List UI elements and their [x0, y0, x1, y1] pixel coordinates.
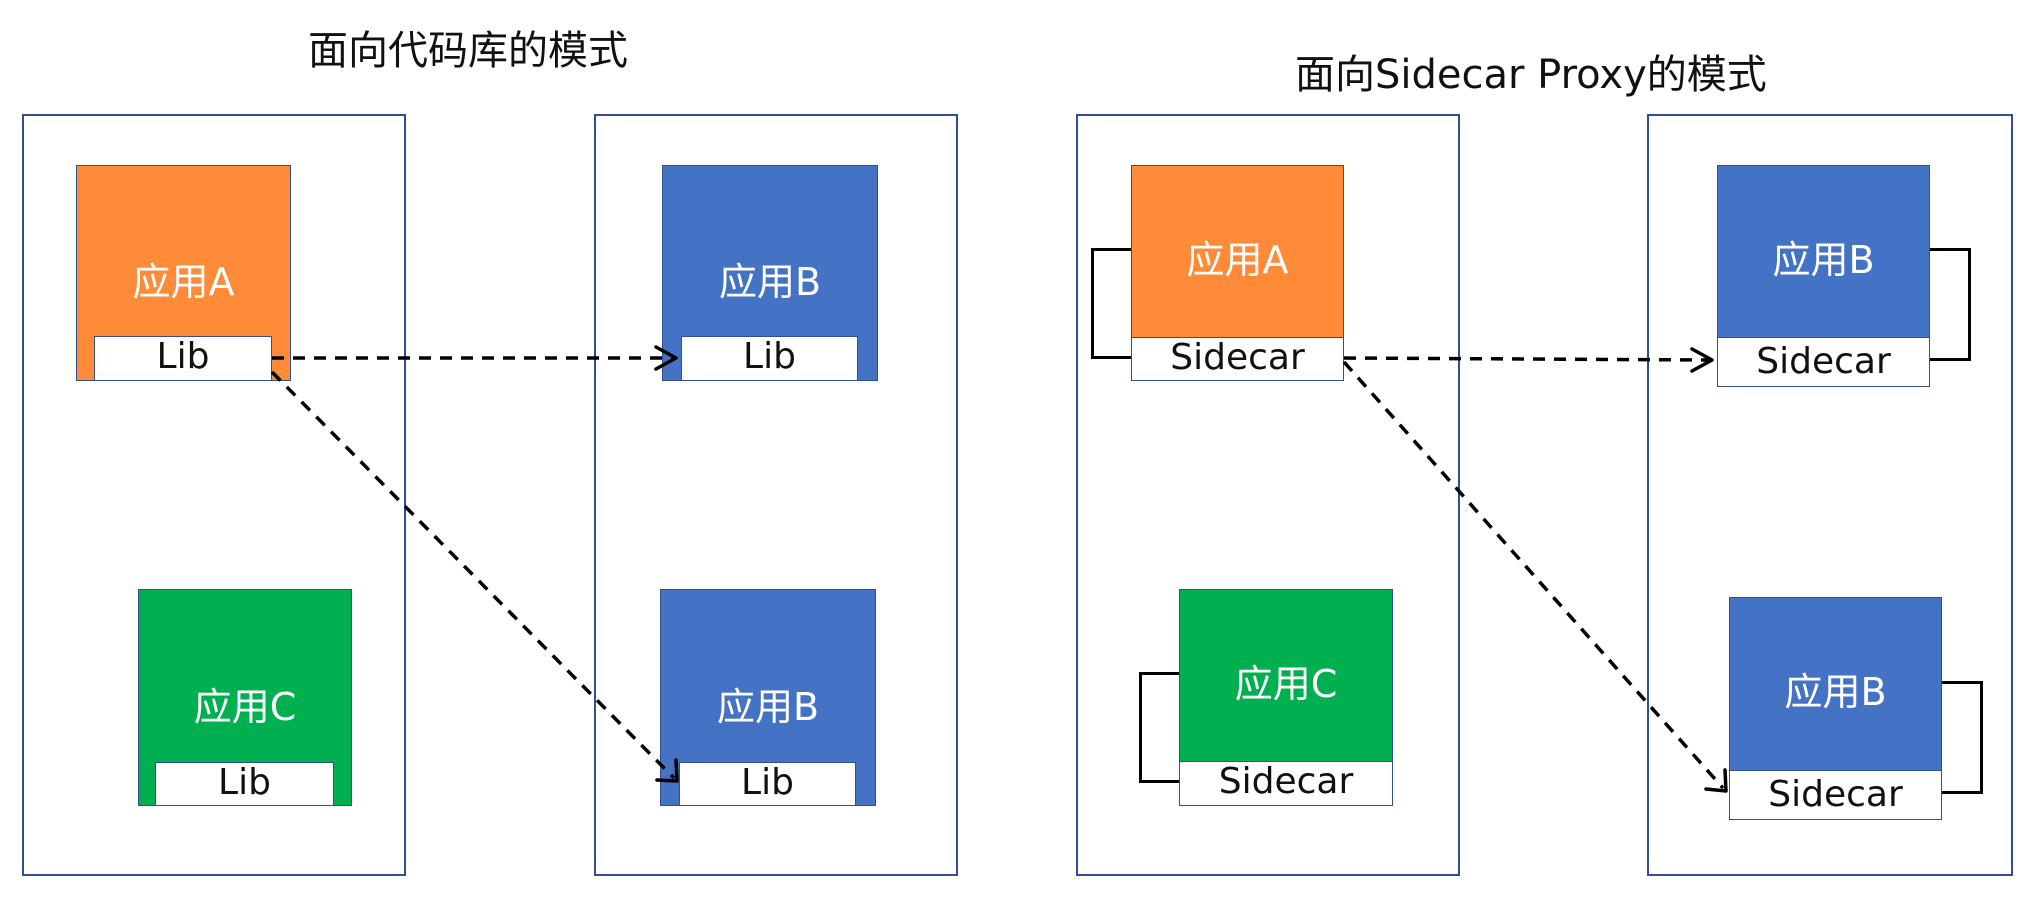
- app-a-sidecar-box: 应用A: [1131, 165, 1344, 339]
- lib-app-b-bottom: Lib: [679, 762, 856, 806]
- library-mode-title: 面向代码库的模式: [308, 28, 628, 74]
- app-c-sidecar-box: 应用C: [1179, 589, 1393, 763]
- sidecar-app-b-top: Sidecar: [1717, 337, 1930, 387]
- sidecar-app-a: Sidecar: [1131, 337, 1344, 381]
- app-b-top-sidecar-label: 应用B: [1772, 238, 1875, 282]
- sidecar-link-app-b-bottom: [1939, 681, 1983, 794]
- sidecar-app-b-bottom: Sidecar: [1729, 770, 1942, 820]
- arrowhead-lib-a-to-b-bottom: [655, 758, 679, 783]
- arrowhead-sidecar-a-to-b-top: [1690, 347, 1714, 373]
- app-c-sidecar-label: 应用C: [1234, 662, 1338, 706]
- sidecar-link-app-b-top: [1927, 248, 1971, 361]
- arrow-sidecar-a-to-b-bottom: [1342, 360, 1725, 790]
- arrow-lib-a-to-b-bottom: [270, 370, 676, 780]
- arrow-sidecar-a-to-b-top: [1343, 356, 1709, 362]
- app-a-label: 应用A: [132, 260, 235, 304]
- app-c-label: 应用C: [193, 685, 297, 729]
- lib-app-b-top: Lib: [681, 336, 858, 381]
- arrowhead-lib-a-to-b-top: [654, 345, 678, 371]
- sidecar-mode-title: 面向Sidecar Proxy的模式: [1295, 52, 1767, 98]
- lib-app-c: Lib: [155, 762, 334, 806]
- app-b-bottom-label: 应用B: [716, 685, 820, 729]
- sidecar-link-app-a: [1091, 248, 1133, 359]
- arrowhead-sidecar-a-to-b-bottom: [1704, 768, 1728, 793]
- sidecar-app-c: Sidecar: [1179, 761, 1393, 806]
- app-b-top-sidecar-box: 应用B: [1717, 165, 1930, 339]
- app-b-top-label: 应用B: [718, 260, 822, 304]
- app-a-sidecar-label: 应用A: [1186, 238, 1289, 282]
- app-b-bottom-sidecar-label: 应用B: [1784, 670, 1887, 714]
- lib-app-a: Lib: [94, 336, 272, 381]
- sidecar-link-app-c: [1139, 672, 1181, 783]
